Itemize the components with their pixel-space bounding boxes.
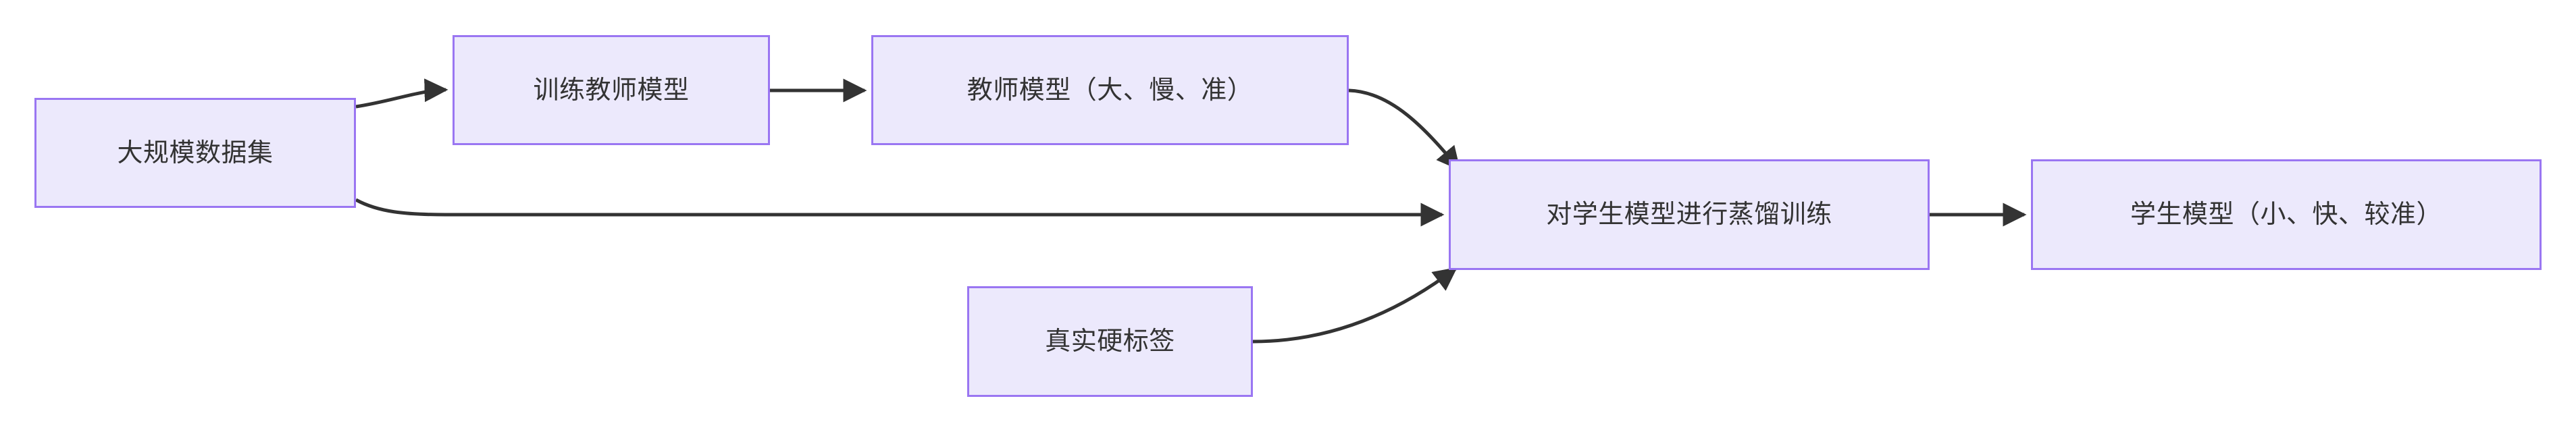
node-train-teacher[interactable]: 训练教师模型	[453, 35, 770, 145]
node-student-model[interactable]: 学生模型（小、快、较准）	[2031, 159, 2542, 270]
node-hard-labels[interactable]: 真实硬标签	[967, 286, 1253, 397]
node-train-teacher-label: 训练教师模型	[533, 74, 690, 105]
node-dataset-label: 大规模数据集	[117, 137, 274, 167]
edge-dataset-to-train-teacher	[355, 78, 448, 109]
node-dataset[interactable]: 大规模数据集	[34, 98, 356, 208]
edge-dataset-to-distill	[355, 198, 1445, 227]
node-distillation-training-label: 对学生模型进行蒸馏训练	[1546, 199, 1832, 230]
node-teacher-model[interactable]: 教师模型（大、慢、准）	[871, 35, 1349, 145]
edge-hard-labels-to-distill	[1252, 267, 1458, 344]
node-hard-labels-label: 真实硬标签	[1045, 326, 1175, 356]
node-student-model-label: 学生模型（小、快、较准）	[2130, 199, 2442, 230]
edge-teacher-to-distill	[1348, 88, 1461, 171]
node-distillation-training[interactable]: 对学生模型进行蒸馏训练	[1449, 159, 1930, 270]
node-teacher-model-label: 教师模型（大、慢、准）	[967, 74, 1254, 105]
